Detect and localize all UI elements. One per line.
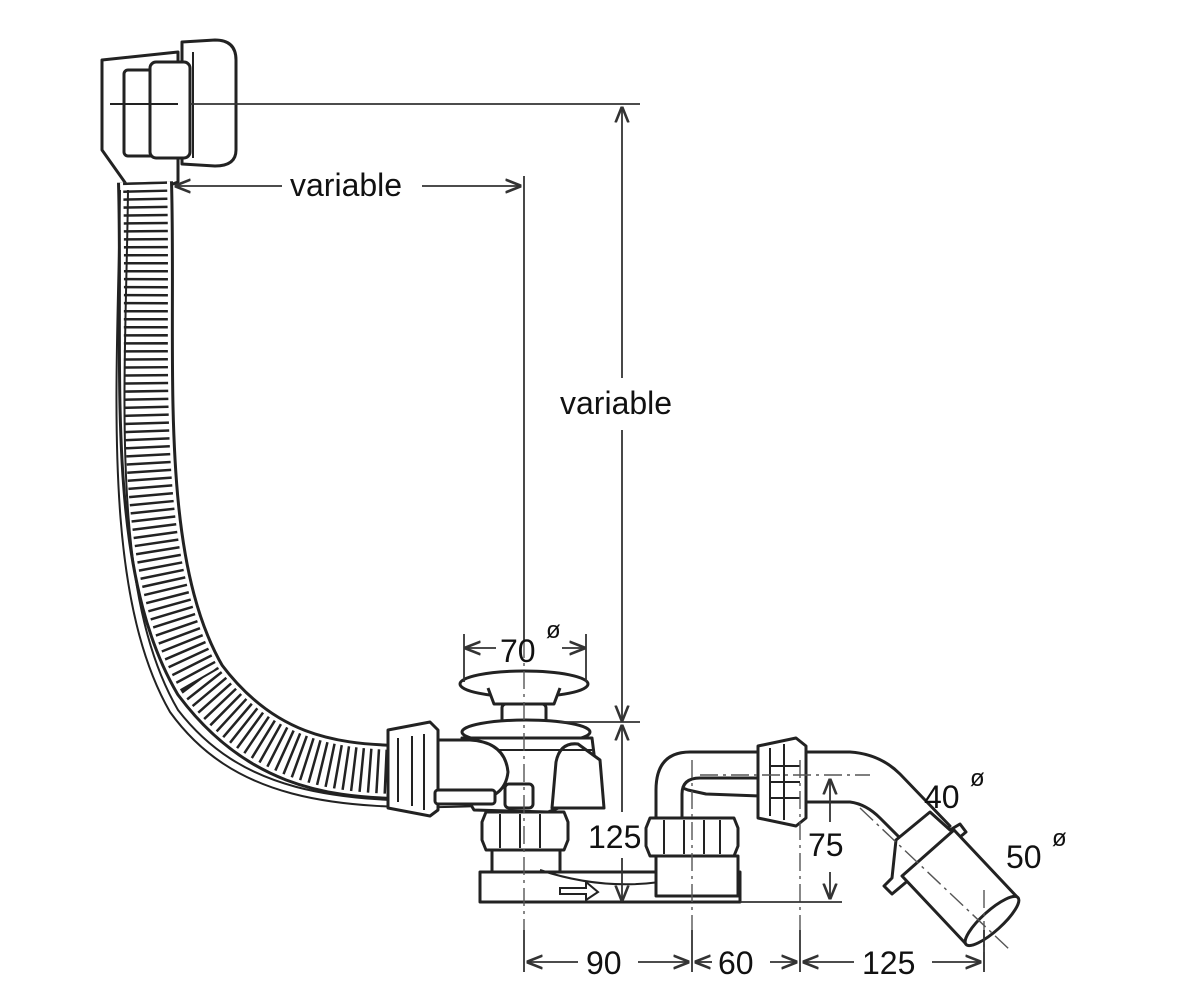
label-pipe-40: 40	[924, 779, 960, 815]
center-lines	[523, 640, 1011, 975]
plug-diameter-value: 70	[500, 633, 536, 669]
label-outlet-height: 75	[808, 827, 844, 863]
label-plug-diameter: 70	[500, 633, 536, 669]
trap-and-outlet	[644, 736, 1021, 948]
label-spacing-1: 90	[586, 945, 622, 981]
overflow-head	[100, 38, 238, 200]
label-vertical-variable: variable	[560, 385, 672, 421]
pipe-50-diameter-symbol: ø	[1052, 825, 1067, 852]
dimension-lines	[176, 103, 985, 972]
plug-diameter-symbol: ø	[546, 617, 561, 644]
label-spacing-3: 125	[862, 945, 915, 981]
label-horizontal-variable: variable	[290, 167, 402, 203]
label-pipe-50: 50	[1006, 839, 1042, 875]
label-spacing-2: 60	[718, 945, 754, 981]
pipe-40-diameter-symbol: ø	[970, 765, 985, 792]
flexible-overflow-hose	[115, 181, 481, 809]
label-overflow-height: 125	[588, 819, 641, 855]
